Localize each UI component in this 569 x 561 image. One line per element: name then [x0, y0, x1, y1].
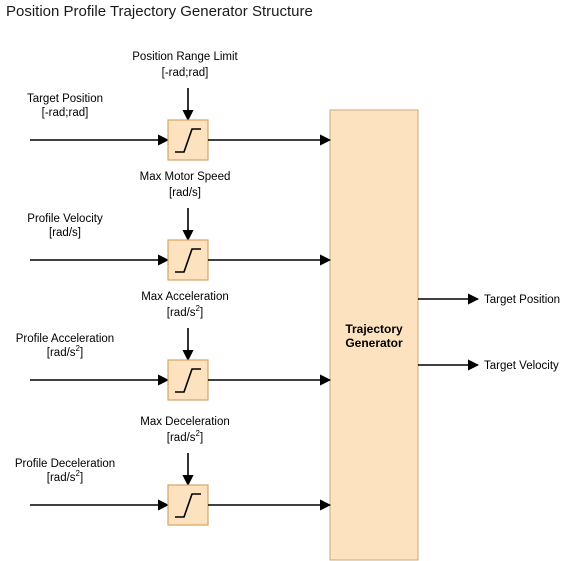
limit-label: Position Range Limit — [132, 51, 238, 63]
trajectory-generator-block: Trajectory Generator — [329, 109, 419, 561]
diagram-title: Position Profile Trajectory Generator St… — [6, 3, 313, 20]
output-label: Target Position — [484, 294, 560, 306]
saturation-limiter — [167, 484, 209, 526]
saturation-limiter — [167, 359, 209, 401]
row-4: Profile Deceleration[rad/s2]Max Decelera… — [15, 416, 332, 526]
input-unit: [-rad;rad] — [42, 107, 89, 119]
input-unit: [rad/s] — [49, 227, 81, 239]
block-label-line2: Generator — [345, 336, 403, 350]
limit-unit: [rad/s2] — [167, 429, 203, 444]
saturation-icon — [175, 128, 201, 153]
saturation-limiter — [167, 239, 209, 281]
saturation-icon — [175, 368, 201, 393]
block-label-line1: Trajectory — [345, 322, 403, 336]
limit-label: Max Motor Speed — [140, 171, 231, 183]
output-1: Target Position — [418, 293, 560, 306]
input-unit: [rad/s2] — [47, 344, 83, 359]
input-unit: [rad/s2] — [47, 469, 83, 484]
saturation-icon — [175, 248, 201, 273]
saturation-icon — [175, 493, 201, 518]
row-1: Target Position [-rad;rad] Position Range … — [27, 51, 332, 161]
input-rows: Target Position [-rad;rad] Position Range … — [15, 51, 332, 526]
row-2: Profile Velocity [rad/s] Max Motor Speed [r… — [27, 171, 332, 281]
input-label: Profile Velocity — [27, 213, 103, 225]
output-label: Target Velocity — [484, 360, 559, 372]
limit-unit: [rad/s2] — [167, 304, 203, 319]
saturation-limiter — [167, 119, 209, 161]
input-label: Target Position — [27, 93, 103, 105]
input-label: Profile Acceleration — [16, 333, 114, 345]
input-label: Profile Deceleration — [15, 458, 115, 470]
limit-unit: [rad/s] — [169, 187, 201, 199]
limit-unit: [-rad;rad] — [162, 67, 209, 79]
output-2: Target Velocity — [418, 359, 559, 372]
limit-label: Max Acceleration — [141, 291, 229, 303]
row-3: Profile Acceleration[rad/s2]Max Accelera… — [16, 291, 332, 401]
limit-label: Max Deceleration — [140, 416, 229, 428]
